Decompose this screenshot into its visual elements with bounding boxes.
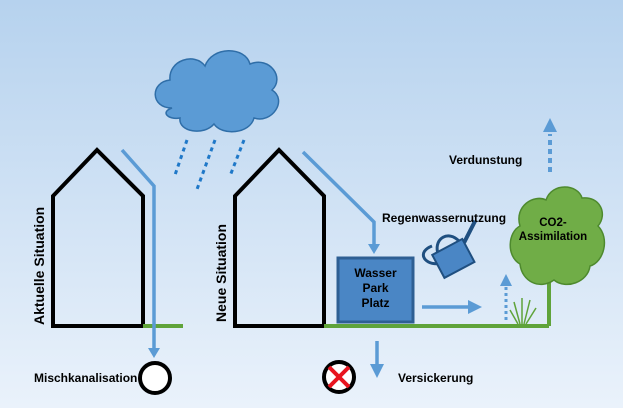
flow-arrow-head <box>468 300 482 314</box>
house-current <box>51 147 145 328</box>
downpipe-new <box>301 150 376 246</box>
label-regenwassernutzung: Regenwassernutzung <box>382 211 507 225</box>
rain-icon <box>173 139 246 193</box>
label-platz: Platz <box>361 296 390 310</box>
downpipe-current <box>120 148 156 352</box>
label-co2-line2: Assimilation <box>518 231 588 243</box>
tree-icon <box>509 186 606 326</box>
house-new <box>233 147 326 328</box>
label-versickerung: Versickerung <box>398 371 474 385</box>
sewer-icon <box>138 361 172 395</box>
infiltration-arrow-head <box>370 364 384 378</box>
evaporation-small-arrow-head <box>500 274 512 286</box>
label-co2-line1: CO2- <box>539 217 567 229</box>
cloud-icon <box>154 50 280 133</box>
label-verdunstung: Verdunstung <box>449 153 523 167</box>
label-aktuelle-situation: Aktuelle Situation <box>31 206 47 325</box>
blocked-sewer-icon <box>322 360 356 394</box>
grass-icon <box>509 298 537 325</box>
downpipe-new-arrowhead <box>368 244 380 254</box>
wasser-park-platz-box <box>336 256 415 324</box>
label-park: Park <box>362 281 389 295</box>
label-co2-assimilation: CO2- Assimilation <box>508 216 598 244</box>
evaporation-arrow-head <box>543 118 557 132</box>
label-neue-situation: Neue Situation <box>213 223 229 322</box>
label-wasser-park-platz: Wasser Park Platz <box>338 266 413 311</box>
downpipe-current-arrowhead <box>148 348 160 358</box>
watering-can-icon <box>421 219 478 280</box>
label-mischkanalisation: Mischkanalisation <box>34 371 138 385</box>
label-wasser: Wasser <box>354 266 397 280</box>
